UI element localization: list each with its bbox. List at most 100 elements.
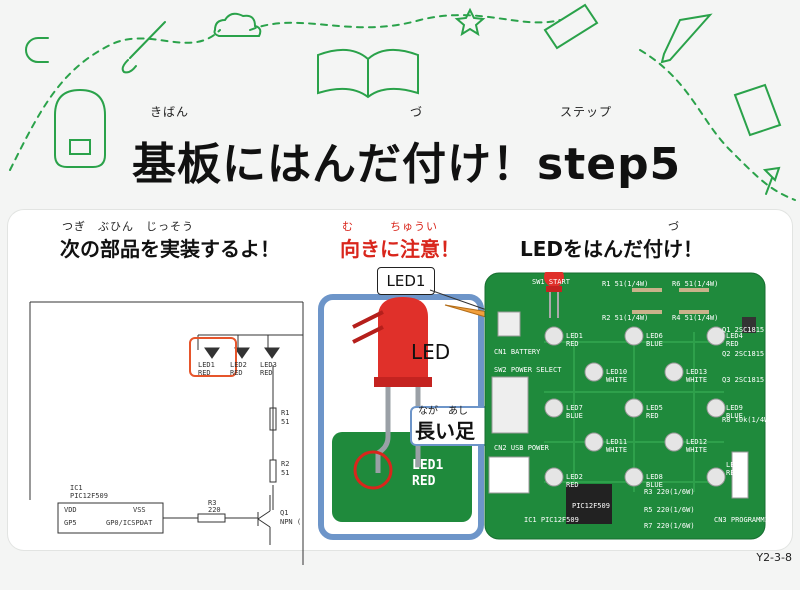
pcb-led5-color: RED [646, 412, 659, 420]
pcb-sw1-label: SW1 START [532, 278, 571, 286]
pin-icon [762, 166, 781, 195]
schematic-r3-ref: R3 [208, 499, 216, 507]
pcb-r3-label: R3 220(1/6W) [644, 488, 695, 496]
pcb-led13-color: WHITE [686, 376, 707, 384]
led1-callout-bubble: LED1 [377, 267, 435, 295]
pencil-icon [660, 13, 713, 64]
schematic-ic1-vdd: VDD [64, 506, 77, 514]
long-leg-ruby: なが あし [418, 406, 468, 417]
pcb-q3-label: Q3 2SC1815 [722, 376, 764, 384]
schematic-r3-body [197, 513, 226, 523]
pcb-led9-color: BLUE [726, 412, 743, 420]
pcb-resistors [632, 288, 709, 314]
schematic-ic1-vss: VSS [133, 506, 146, 514]
pcb-q1-label: Q1 2SC1815 [722, 326, 764, 334]
schematic-led1-highlight [189, 337, 237, 377]
page-code: Y2-3-8 [756, 551, 792, 564]
pcb-led6-color: BLUE [646, 340, 663, 348]
pcb-cn3-label: CN3 PROGRAMMING [714, 516, 766, 524]
schematic-ic1-gp0: GP0/ICSPDAT [106, 519, 153, 527]
pcb-led8-color: BLUE [646, 481, 663, 489]
pcb-led12-name: LED12 [686, 438, 707, 446]
title-ruby-kiban: きばん [150, 105, 190, 119]
schematic-led3-symbol [264, 347, 280, 359]
schematic-diagram: LED1 RED LED2 RED LED3 RED R1 51 R2 51 R… [29, 301, 304, 565]
schematic-led1-name: LED1 [198, 361, 215, 369]
pcb-chip-marking: PIC12F509 [572, 502, 610, 510]
pcb-led4-name: LED4 [726, 332, 743, 340]
pcb-led10-name: LED10 [606, 368, 627, 376]
pcb-r1-label: R1 51(1/4W) [602, 280, 648, 288]
pcb-cn1-label: CN1 BATTERY [494, 348, 541, 356]
schematic-ic1-part: PIC12F509 [70, 492, 108, 500]
schematic-r2-body [269, 459, 277, 483]
pcb-q2-label: Q2 2SC1815 [722, 350, 764, 358]
pcb-led11-name: LED11 [606, 438, 627, 446]
pcb-led-footprint-highlight [353, 450, 393, 490]
pcb-sw2-label: SW2 POWER SELECT [494, 366, 562, 374]
schematic-q1-ref: Q1 [280, 509, 288, 517]
schematic-ic1-gp5: GP5 [64, 519, 77, 527]
subtitle-solder-led: LEDをはんだ付け！ [520, 237, 704, 261]
pcb-battery-connector [497, 311, 521, 337]
schematic-led2-color: RED [230, 369, 243, 377]
pcb-r4-label: R4 51(1/4W) [672, 314, 718, 322]
pcb-led3-name: LED3 [726, 461, 743, 469]
pcb-led3-color: RED [726, 469, 739, 477]
led-label: LED [411, 340, 451, 364]
long-leg-label: 長い足 [415, 419, 475, 443]
pcb-ic-label: IC1 PIC12F509 [524, 516, 579, 524]
pcb-led9-name: LED9 [726, 404, 743, 412]
subtitle-next-parts: 次の部品を実装するよ！ [60, 237, 280, 261]
dashed-trail-top [249, 14, 561, 31]
pcb-led1-color: RED [566, 340, 579, 348]
pcb-led4-color: RED [726, 340, 739, 348]
cloud-icon [213, 12, 262, 37]
schematic-r3-val: 220 [208, 506, 221, 514]
pcb-r6-label: R6 51(1/4W) [672, 280, 718, 288]
schematic-led2-name: LED2 [230, 361, 247, 369]
subtitle-ruby-direction: む ちゅうい [342, 220, 438, 233]
pcb-marking-line1: LED1 [412, 458, 444, 473]
pcb-power-switch [491, 376, 529, 434]
pcb-marking-line2: RED [412, 474, 436, 489]
pcb-led5-name: LED5 [646, 404, 663, 412]
schematic-q1-val: NPN ( [280, 518, 301, 526]
page-title: 基板にはんだ付け！step5 [132, 139, 682, 190]
pcb-board: R1 51(1/4W) R2 51(1/4W) R6 51(1/4W) R4 5… [484, 272, 766, 540]
pcb-led7-color: BLUE [566, 412, 583, 420]
dashed-trail-left [9, 29, 221, 171]
subtitle-ruby-next: つぎ ぶひん じっそう [62, 220, 194, 233]
magnet-icon [25, 37, 49, 63]
pcb-led12-color: WHITE [686, 446, 707, 454]
long-leg-box [410, 406, 496, 446]
pcb-r2-label: R2 51(1/4W) [602, 314, 648, 322]
schematic-r1-val: 51 [281, 418, 289, 426]
brush-icon [121, 21, 166, 74]
schematic-r2-ref: R2 [281, 460, 289, 468]
led-body-illustration [378, 297, 428, 377]
pcb-usb-connector [488, 456, 530, 494]
title-ruby-step: ステップ [560, 105, 613, 119]
pcb-led13-name: LED13 [686, 368, 707, 376]
pcb-led11-color: WHITE [606, 446, 627, 454]
pcb-led1-name: LED1 [566, 332, 583, 340]
schematic-r1-ref: R1 [281, 409, 289, 417]
pcb-led8-name: LED8 [646, 473, 663, 481]
subtitle-direction: 向きに注意！ [340, 237, 460, 261]
doodle-background [9, 3, 796, 201]
pcb-ic-small [742, 317, 756, 333]
ruler-icon [543, 3, 599, 50]
title-ruby-zu: づ [410, 105, 424, 119]
subtitle-ruby-solder: づ [668, 220, 680, 233]
schematic-led2-symbol [234, 347, 250, 359]
pcb-cn2-label: CN2 USB POWER [494, 444, 550, 452]
schematic-led1-symbol [204, 347, 220, 359]
star-icon [454, 7, 486, 37]
pcb-led1-mounted [544, 272, 564, 287]
pcb-ic-socket [566, 484, 612, 524]
schematic-ic1-ref: IC1 [70, 484, 83, 492]
schematic-led1-color: RED [198, 369, 211, 377]
pcb-led7-name: LED7 [566, 404, 583, 412]
notebook-icon [733, 83, 782, 137]
